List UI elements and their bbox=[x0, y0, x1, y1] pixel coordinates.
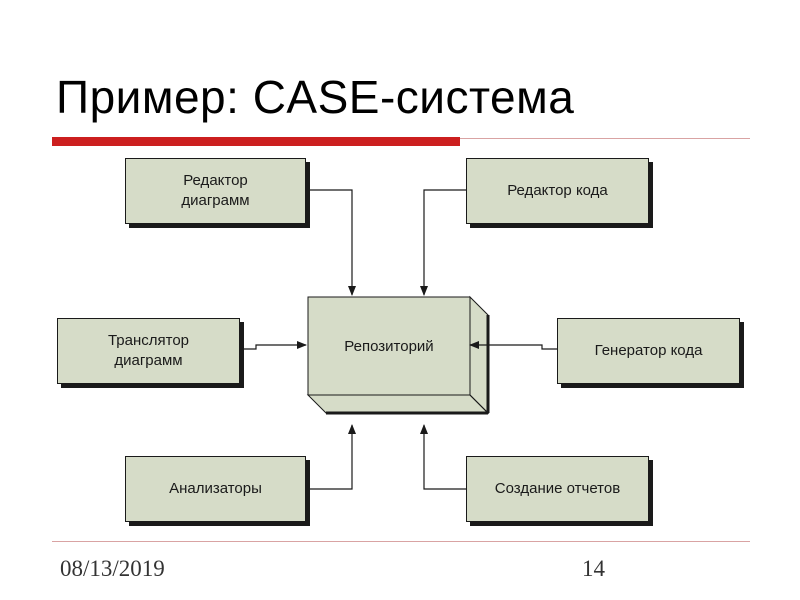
connector-diagram-editor bbox=[306, 189, 356, 296]
title-underline-thin bbox=[460, 138, 750, 139]
title-underline-red bbox=[52, 137, 460, 146]
footer-divider bbox=[52, 541, 750, 542]
code-generator-box: Генератор кода bbox=[557, 318, 740, 384]
code-editor-box: Редактор кода bbox=[466, 158, 649, 224]
connector-code-editor bbox=[420, 189, 466, 296]
slide-title: Пример: CASE-система bbox=[56, 71, 575, 123]
repository-label: Репозиторий bbox=[344, 337, 434, 355]
connector-code-generator bbox=[469, 341, 557, 350]
connector-diagram-translator bbox=[240, 341, 307, 350]
analyzers-box: Анализаторы bbox=[125, 456, 306, 522]
report-builder-box: Создание отчетов bbox=[466, 456, 649, 522]
page-number: 14 bbox=[582, 556, 605, 581]
footer-date: 08/13/2019 bbox=[60, 556, 165, 581]
connector-report-builder bbox=[420, 424, 466, 490]
diagram-translator-box: Транслятор диаграмм bbox=[57, 318, 240, 384]
diagram-editor-box: Редактор диаграмм bbox=[125, 158, 306, 224]
connector-analyzers bbox=[306, 424, 356, 490]
repository-side-face bbox=[469, 295, 489, 415]
repository-bottom-face bbox=[306, 394, 490, 414]
